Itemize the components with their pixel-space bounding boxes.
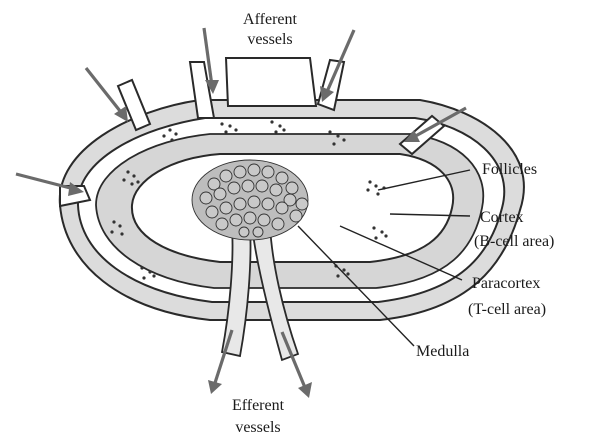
medulla-cell-cluster [192, 160, 308, 240]
cortex-label-line2: (B-cell area) [474, 233, 554, 250]
paracortex-label-line1: Paracortex [472, 275, 540, 292]
medulla-label: Medulla [416, 343, 469, 360]
follicles-label: Follicles [482, 161, 537, 178]
afferent-label-line1: Afferent [243, 11, 297, 28]
paracortex-label-line2: (T-cell area) [468, 301, 546, 318]
cortex-label-line1: Cortex [480, 209, 524, 226]
afferent-label-line2: vessels [247, 31, 292, 48]
efferent-label-line2: vessels [235, 419, 280, 436]
efferent-label-line1: Efferent [232, 397, 285, 414]
